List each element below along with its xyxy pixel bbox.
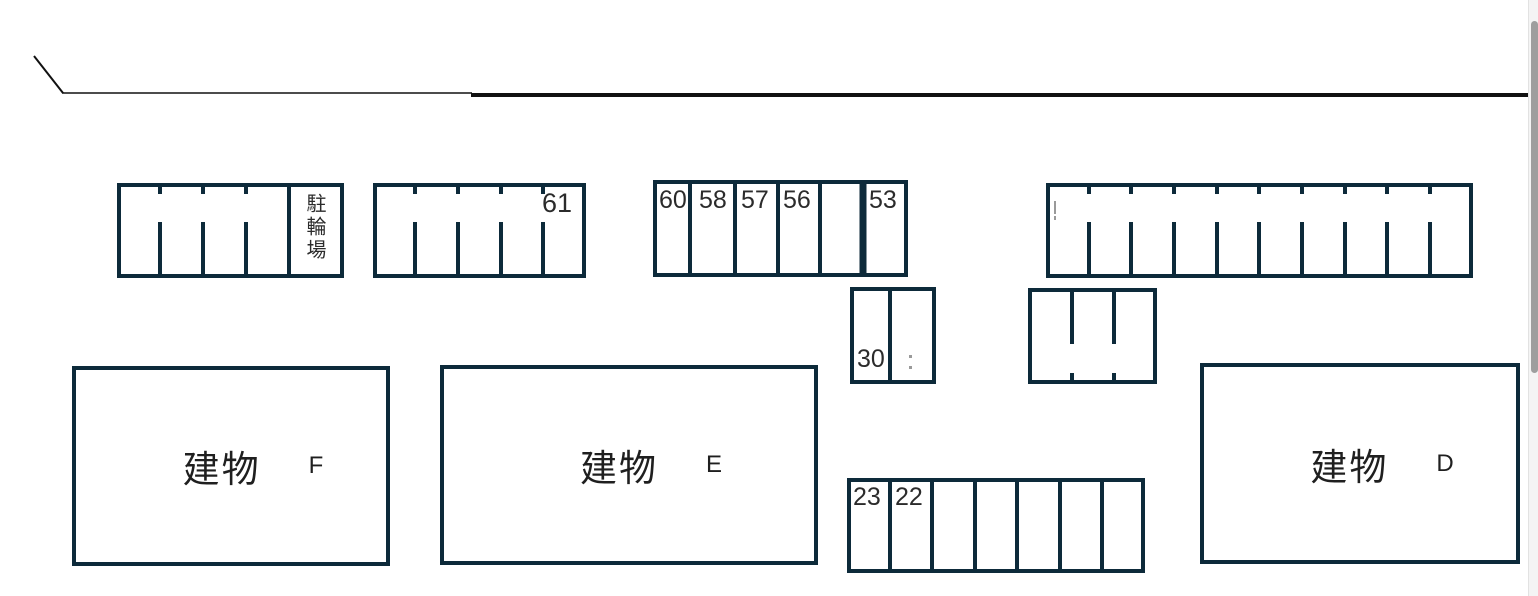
stall-number-61: 61 bbox=[541, 188, 572, 218]
stall-number-60: 60 bbox=[659, 186, 687, 214]
building-e: 建物 E bbox=[440, 365, 818, 565]
stall-number-23: 23 bbox=[853, 483, 881, 511]
erased-text-artifact bbox=[909, 355, 912, 358]
stall-divider bbox=[1112, 373, 1116, 380]
stall-divider bbox=[244, 187, 248, 194]
stall-divider bbox=[1215, 222, 1219, 274]
stall-number-30: 30 bbox=[857, 344, 885, 373]
stall-divider bbox=[1172, 222, 1176, 274]
stall-divider bbox=[1129, 222, 1133, 274]
stall-divider bbox=[158, 187, 162, 194]
building-d: 建物 D bbox=[1200, 363, 1520, 564]
stall-divider bbox=[688, 184, 692, 273]
building-label: 建物 bbox=[182, 449, 261, 490]
stall-divider bbox=[499, 222, 503, 274]
stall-divider bbox=[733, 184, 737, 273]
scrollbar-thumb[interactable] bbox=[1530, 21, 1538, 373]
stall-divider bbox=[1129, 187, 1133, 194]
parking-block-30: 30 bbox=[850, 287, 936, 384]
parking-row-bike-area: 駐輪場 bbox=[117, 183, 344, 278]
stall-number-53: 53 bbox=[869, 186, 897, 214]
stall-divider bbox=[541, 187, 545, 194]
building-unit-letter: F bbox=[308, 452, 324, 479]
stall-number-58: 58 bbox=[699, 186, 727, 214]
stall-divider bbox=[456, 187, 460, 194]
stall-divider bbox=[1215, 187, 1219, 194]
stall-divider bbox=[1343, 222, 1347, 274]
stall-divider bbox=[973, 482, 977, 569]
stall-divider bbox=[888, 291, 892, 380]
bike-parking-label: 駐輪場 bbox=[303, 193, 325, 262]
building-label: 建物 bbox=[579, 448, 658, 489]
stall-number-22: 22 bbox=[895, 483, 923, 511]
parking-row-50s: 60 58 57 56 53 bbox=[653, 180, 908, 277]
stall-number-57: 57 bbox=[741, 186, 769, 214]
stall-divider bbox=[201, 222, 205, 274]
stall-divider bbox=[413, 222, 417, 274]
parking-row-61: 61 bbox=[373, 183, 586, 278]
stall-divider bbox=[1257, 222, 1261, 274]
stall-divider bbox=[1087, 222, 1091, 274]
stall-divider bbox=[499, 187, 503, 194]
stall-divider-thick bbox=[859, 184, 867, 273]
stall-divider bbox=[1257, 187, 1261, 194]
stall-divider bbox=[158, 222, 162, 274]
stall-divider bbox=[1172, 187, 1176, 194]
erased-text-artifact bbox=[1054, 216, 1056, 220]
stall-divider bbox=[1015, 482, 1019, 569]
stall-number-56: 56 bbox=[783, 186, 811, 214]
diagonal-boundary-line bbox=[33, 55, 64, 94]
parking-row-20s: 23 22 bbox=[847, 478, 1145, 573]
building-label: 建物 bbox=[1310, 446, 1389, 488]
stall-divider bbox=[1070, 373, 1074, 380]
stall-divider bbox=[287, 187, 291, 274]
scrollbar-track[interactable] bbox=[1528, 0, 1538, 596]
stall-divider bbox=[1300, 222, 1304, 274]
stall-divider bbox=[930, 482, 934, 569]
stall-divider bbox=[1385, 222, 1389, 274]
building-unit-letter: E bbox=[705, 451, 722, 478]
stall-divider bbox=[1385, 187, 1389, 194]
stall-divider bbox=[1087, 187, 1091, 194]
erased-text-artifact bbox=[909, 366, 912, 369]
stall-divider bbox=[1428, 187, 1432, 194]
stall-divider bbox=[1100, 482, 1104, 569]
stall-divider bbox=[1343, 187, 1347, 194]
stall-divider bbox=[456, 222, 460, 274]
stall-divider bbox=[1058, 482, 1062, 569]
road-boundary bbox=[33, 55, 1529, 97]
stall-divider bbox=[1300, 187, 1304, 194]
stall-divider bbox=[888, 482, 892, 569]
stall-divider bbox=[1070, 292, 1074, 344]
stall-divider bbox=[818, 184, 822, 273]
erased-text-artifact bbox=[1054, 201, 1056, 214]
stall-divider bbox=[244, 222, 248, 274]
parking-block-small bbox=[1028, 288, 1157, 384]
parking-row-right bbox=[1046, 183, 1473, 278]
stall-divider bbox=[541, 222, 545, 274]
building-unit-letter: D bbox=[1436, 449, 1454, 477]
building-f: 建物 F bbox=[72, 366, 390, 566]
stall-divider bbox=[1428, 222, 1432, 274]
stall-divider bbox=[201, 187, 205, 194]
stall-divider bbox=[1112, 292, 1116, 344]
stall-divider bbox=[413, 187, 417, 194]
stall-divider bbox=[776, 184, 780, 273]
